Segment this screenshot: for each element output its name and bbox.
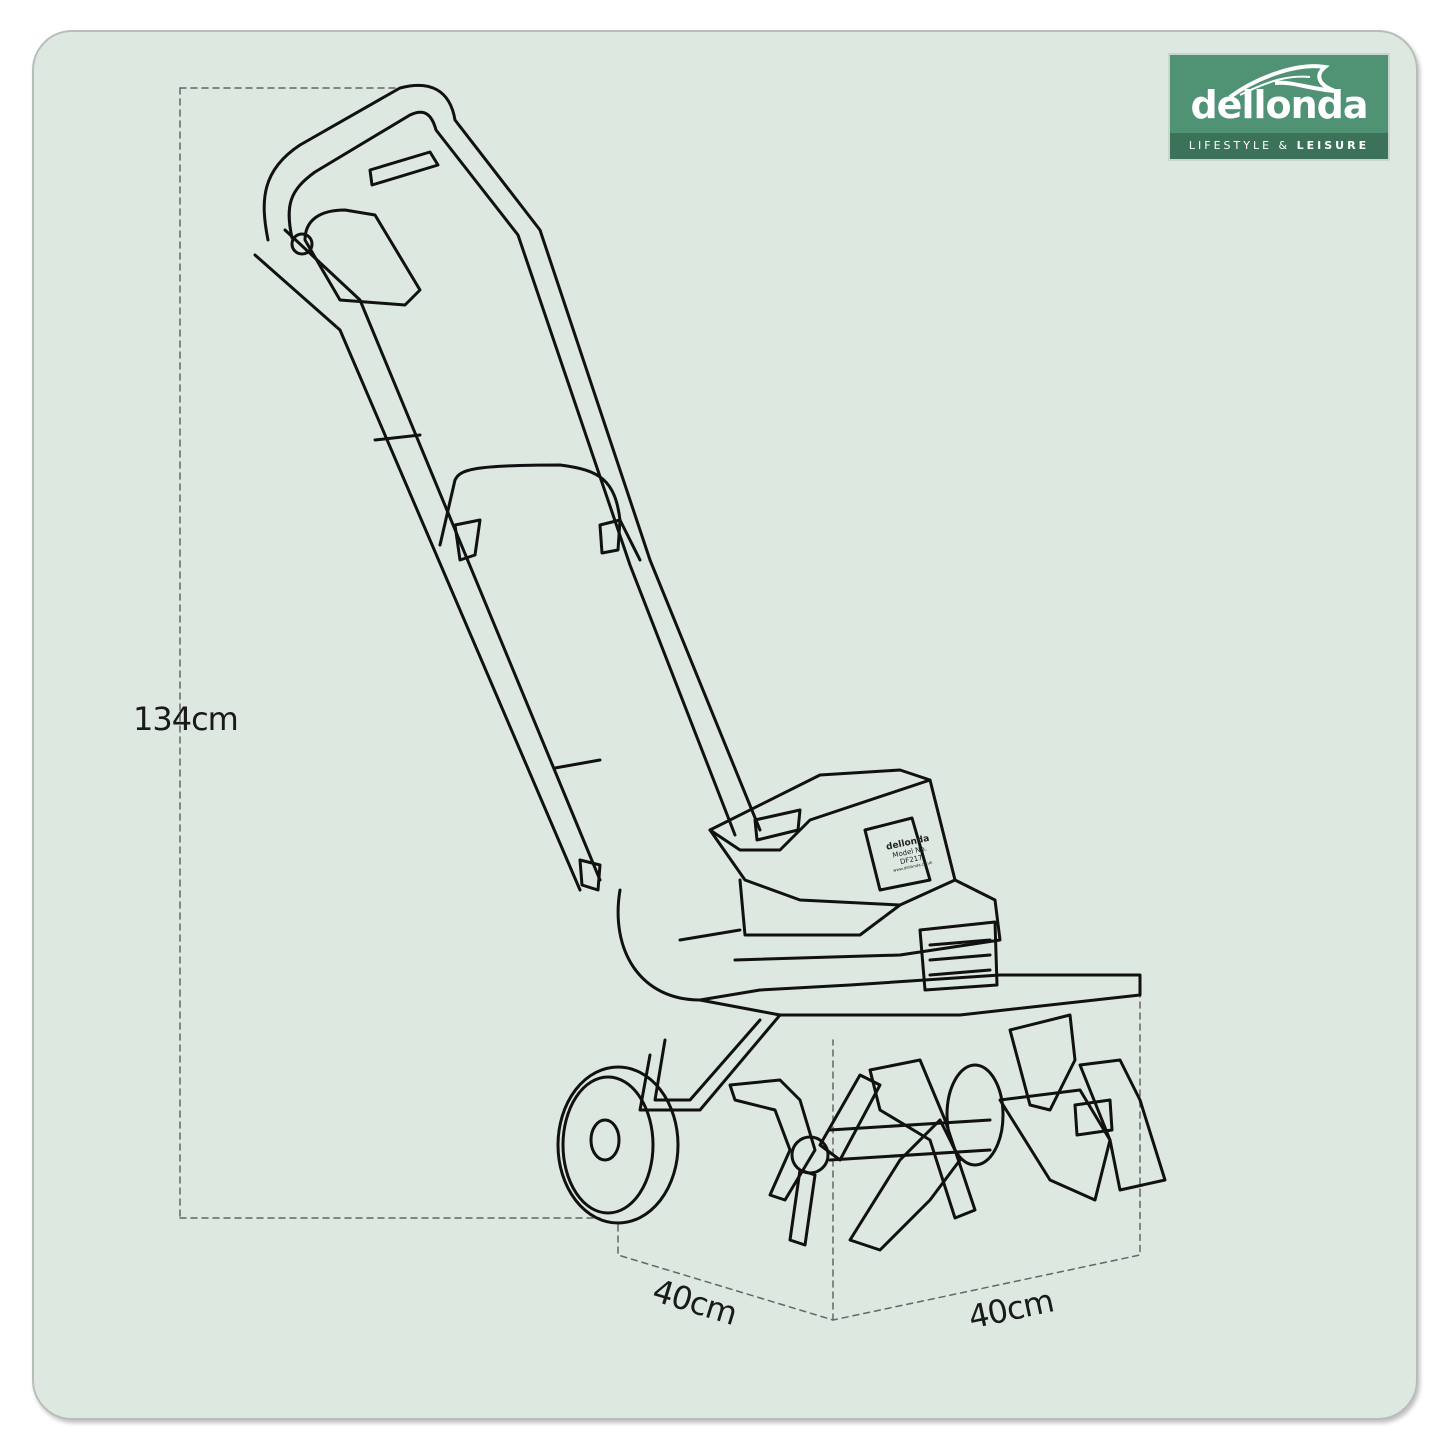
motor-housing bbox=[678, 768, 1142, 1017]
height-dimension: 134cm bbox=[133, 700, 239, 738]
dimension-lines bbox=[179, 87, 1141, 1321]
logo-brand: dellonda bbox=[1190, 83, 1368, 127]
wheel bbox=[556, 1013, 782, 1225]
dellonda-logo: dellonda LIFESTYLE & LEISURE bbox=[1168, 53, 1390, 161]
wave-icon bbox=[1228, 64, 1336, 99]
logo-tagline: LIFESTYLE & LEISURE bbox=[1170, 133, 1388, 159]
handle bbox=[253, 83, 762, 1002]
tines bbox=[728, 1013, 1167, 1252]
